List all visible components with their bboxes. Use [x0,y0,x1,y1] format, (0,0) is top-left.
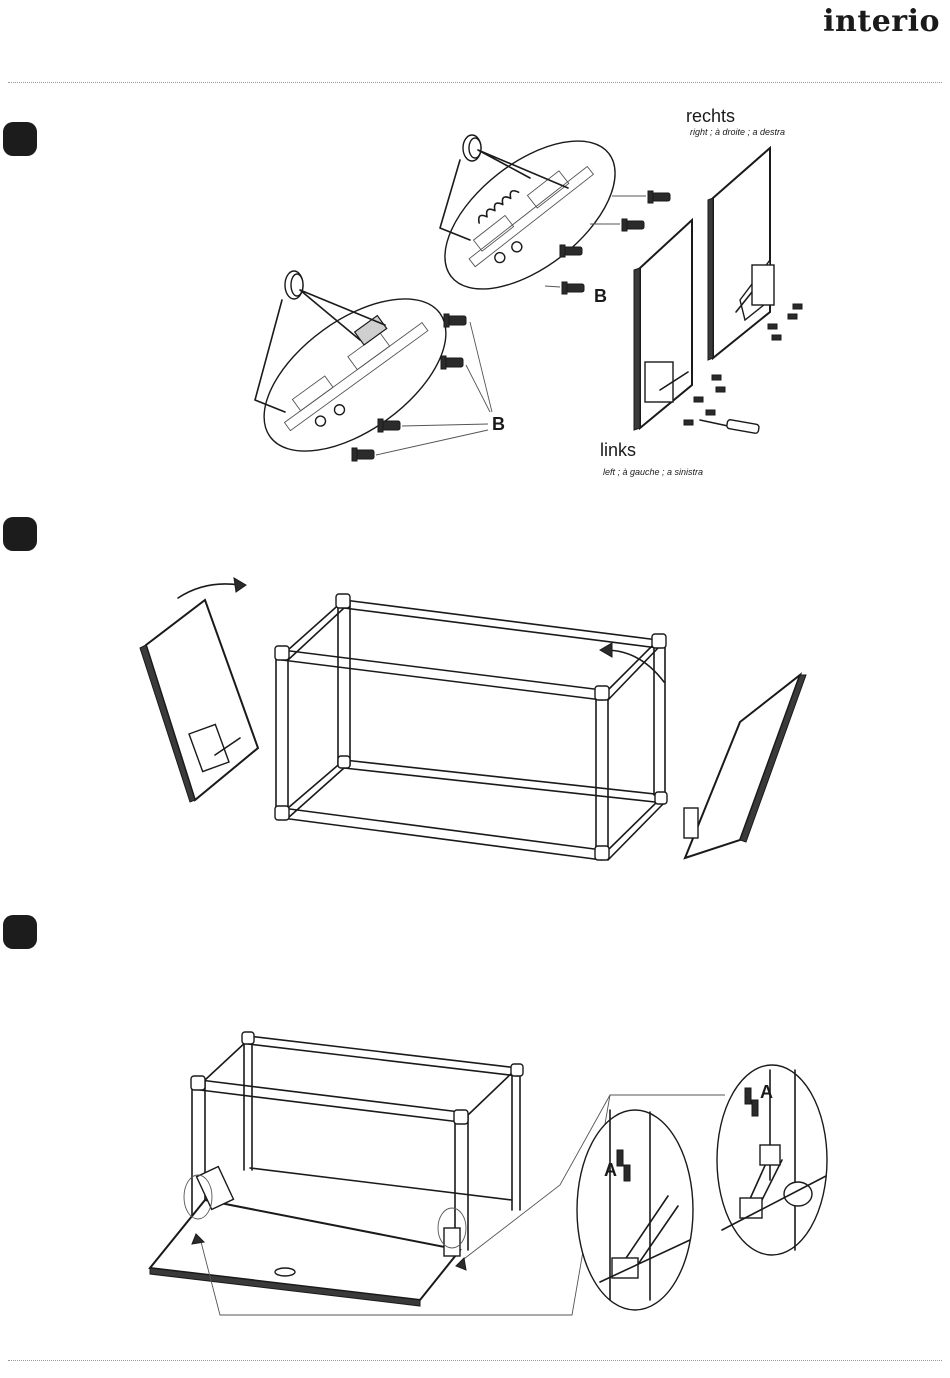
header-divider [8,82,942,83]
step-3-illustration: A A [0,1020,950,1320]
screw-icon [788,314,797,319]
screw-icon [444,314,466,327]
bushing-icon [285,271,303,299]
bushing-icon [463,135,481,161]
side-panel-left [140,600,258,802]
label-rechts: rechts [686,106,735,126]
screw-label-b-bottom: B [492,414,505,434]
screw-icon [378,419,400,432]
label-links: links [600,440,636,460]
step-marker-2 [3,517,37,551]
screw-icon [562,282,584,294]
detail-circle-right: A [717,1065,827,1255]
screw-icon [716,387,725,392]
rotate-arrow-icon [178,584,240,598]
screw-icon [694,397,703,402]
screw-icon [772,335,781,340]
screwdriver-icon [700,419,759,433]
screw-icon [684,420,693,425]
panel-left [634,220,692,430]
label-links-sub: left ; à gauche ; a sinistra [603,467,703,477]
screw-icon [560,245,582,257]
step-marker-3 [3,915,37,949]
cabinet-frame [275,594,667,860]
screw-icon [712,375,721,380]
hinge-detail-top [419,112,641,317]
screw-icon [793,304,802,309]
screw-icon [622,219,644,231]
screw-label-a-left: A [604,1160,617,1180]
screw-icon [768,324,777,329]
screw-icon [648,191,670,203]
step-1-illustration: B B rechts right ; à droite ; a destra l… [0,95,950,495]
panel-right [708,148,774,360]
detail-circle-left: A [577,1110,693,1310]
screw-label-b-top: B [594,286,607,306]
screw-label-a-right: A [760,1082,773,1102]
label-rechts-sub: right ; à droite ; a destra [690,127,785,137]
step-2-illustration [0,555,950,875]
footer-divider [8,1360,942,1361]
cabinet-assembled [150,1032,523,1306]
rotate-arrow-icon [605,650,664,682]
screw-icon [441,356,463,369]
side-panel-right [684,675,806,858]
brand-logo: interio [823,4,940,39]
screw-icon [352,448,374,461]
screw-icon [706,410,715,415]
